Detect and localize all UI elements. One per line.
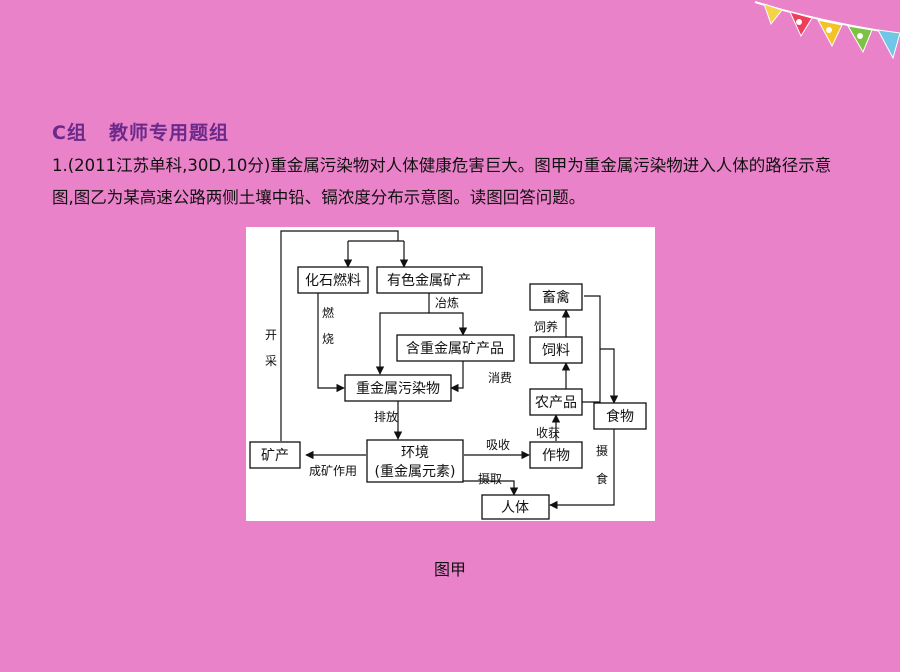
svg-text:饲料: 饲料 [542,343,570,359]
node-food: 食物 [593,402,647,430]
group-label: C组 [52,122,87,144]
edge-mining [280,230,399,441]
node-human: 人体 [481,494,550,520]
diagram-edges [280,230,619,510]
node-agri-products: 农产品 [529,388,583,416]
svg-text:含重金属矿产品: 含重金属矿产品 [406,341,504,357]
label-combustion-1: 燃 [322,305,334,320]
node-hm-products: 含重金属矿产品 [396,334,515,362]
node-ore: 矿产 [249,441,301,469]
svg-text:矿产: 矿产 [261,448,289,464]
svg-text:作物: 作物 [542,448,570,464]
pathway-diagram: 化石燃料 有色金属矿产 含重金属矿产品 重金属污染物 矿产 环境 (重金属元素)… [246,227,655,521]
edge-consumption [450,361,464,393]
label-discharge: 排放 [374,409,398,424]
label-feeding: 饲养 [534,319,558,334]
edge-smelting [428,293,468,336]
label-mining-2: 采 [265,354,277,368]
label-mining-1: 开 [265,328,277,342]
label-intake: 摄取 [478,471,502,486]
flag-bunting-icon [754,1,900,60]
question-text: 1.(2011江苏单科,30D,10分)重金属污染物对人体健康危害巨大。图甲为重… [52,156,832,207]
label-combustion-2: 烧 [322,332,334,346]
group-title: 教师专用题组 [108,122,229,144]
node-feed: 饲料 [529,336,583,364]
svg-text:畜禽: 畜禽 [542,289,570,306]
svg-text:人体: 人体 [501,500,529,516]
node-fossil-fuel: 化石燃料 [297,266,369,294]
node-crops: 作物 [529,441,583,469]
svg-text:重金属污染物: 重金属污染物 [356,381,440,397]
edge-combustion [317,293,345,393]
svg-text:环境: 环境 [401,445,429,461]
label-smelting: 冶炼 [435,295,459,310]
node-hm-pollutant: 重金属污染物 [344,374,452,402]
label-harvest: 收获 [536,426,560,440]
label-ingest-1: 摄 [596,443,608,458]
svg-text:食物: 食物 [606,408,634,425]
label-absorption: 吸收 [486,438,510,452]
label-consumption: 消费 [488,371,512,385]
svg-text:农产品: 农产品 [535,395,577,411]
label-ore-forming: 成矿作用 [309,464,357,478]
label-ingest-2: 食 [596,471,608,486]
svg-text:化石燃料: 化石燃料 [305,272,361,289]
svg-text:(重金属元素): (重金属元素) [375,464,456,480]
node-nonferrous-ore: 有色金属矿产 [376,266,483,294]
svg-text:有色金属矿产: 有色金属矿产 [387,272,471,289]
node-livestock: 畜禽 [529,283,583,311]
section-heading: C组教师专用题组 [52,118,229,145]
node-environment: 环境 (重金属元素) [366,439,464,483]
edge-ingestion [549,429,615,510]
figure-caption: 图甲 [433,560,466,579]
